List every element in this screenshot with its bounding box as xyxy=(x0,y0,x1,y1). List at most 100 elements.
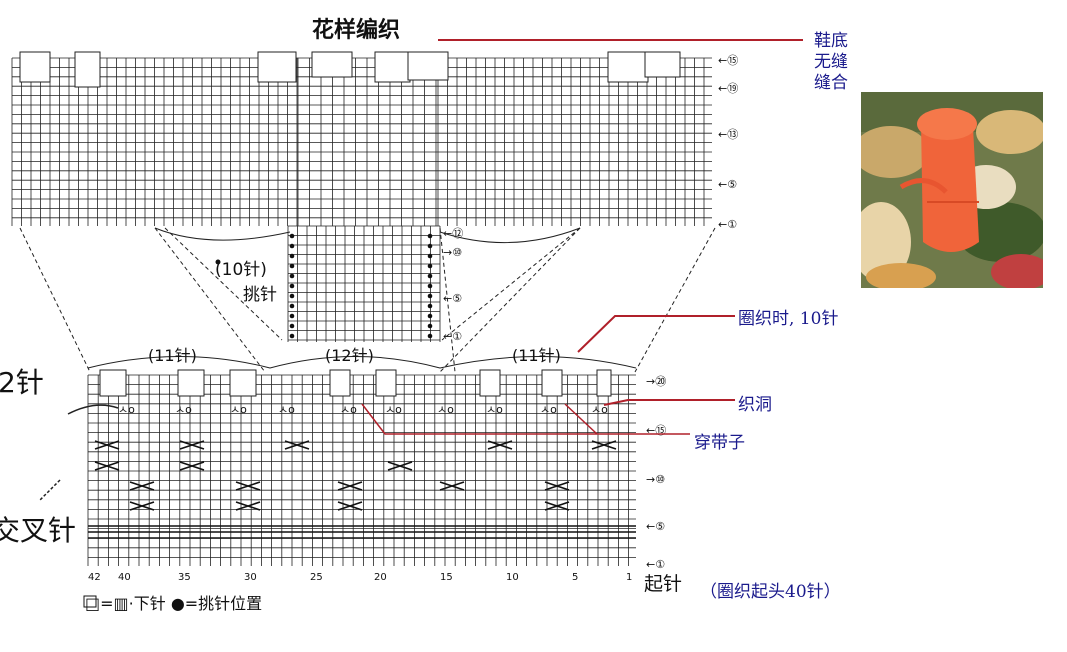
pickup-dot xyxy=(427,243,433,249)
cable-cross xyxy=(179,440,205,450)
cable-cross xyxy=(94,440,120,450)
sole-note-3: 缝合 xyxy=(814,73,848,93)
cable-cross xyxy=(591,440,617,450)
pickup-dot xyxy=(289,263,295,269)
chart-decorations xyxy=(19,227,716,608)
axis-tick-label: 35 xyxy=(178,572,191,583)
legend-box xyxy=(83,595,97,608)
connector-dash xyxy=(634,227,716,373)
round-knit-note: 圈织时, 10针 xyxy=(738,309,839,329)
row-label: ←① xyxy=(443,330,462,343)
connector-dash xyxy=(19,227,91,373)
decrease-notch xyxy=(407,51,449,81)
eyelet-leader-line xyxy=(603,399,735,406)
pickup-dot xyxy=(427,313,433,319)
decrease-notch xyxy=(19,51,51,83)
axis-tick-label: 30 xyxy=(244,572,257,583)
decrease-notch xyxy=(607,51,649,83)
arc xyxy=(87,356,637,369)
bootie-photo xyxy=(861,92,1043,288)
count-left: (11针) xyxy=(148,346,197,365)
pickup-dot xyxy=(427,233,433,239)
row-label: →⑩ xyxy=(443,246,462,259)
eyelet-note: 织洞 xyxy=(738,395,772,415)
decrease-notch xyxy=(541,369,563,397)
decrease-notch xyxy=(311,51,353,78)
pickup-dot xyxy=(289,333,295,339)
sole-note-2: 无缝 xyxy=(814,52,848,72)
axis-tick-label: 15 xyxy=(440,572,453,583)
cable-cross xyxy=(544,481,570,491)
eyelet-mark: ㅅo xyxy=(278,403,295,416)
pickup-count: (10针) xyxy=(215,260,267,280)
row-label: ←⑬ xyxy=(718,128,738,141)
cable-cross xyxy=(487,440,513,450)
decrease-notch xyxy=(257,51,297,83)
cable-cross xyxy=(129,501,155,511)
axis-tick-label: 10 xyxy=(506,572,519,583)
row-label: ←⑲ xyxy=(718,82,738,95)
decrease-notch xyxy=(596,369,612,397)
ribbon-note: 穿带子 xyxy=(694,433,745,453)
middle-grid: ←⑫→⑩←⑤←① xyxy=(215,225,463,343)
cable-cross xyxy=(179,461,205,471)
pickup-label: 挑针 xyxy=(243,285,277,305)
pickup-dot xyxy=(215,259,221,265)
row-label: ←① xyxy=(646,558,665,571)
connector-dash xyxy=(164,227,283,341)
cable-cross xyxy=(235,481,261,491)
cable-cross xyxy=(235,501,261,511)
axis-tick-label: 20 xyxy=(374,572,387,583)
sole-note-1: 鞋底 xyxy=(814,31,848,51)
cable-cross xyxy=(337,501,363,511)
row-label: ←① xyxy=(718,218,737,231)
eyelet-mark: ㅅo xyxy=(385,403,402,416)
eyelet-mark: ㅅo xyxy=(591,403,608,416)
eyelet-mark: ㅅo xyxy=(486,403,503,416)
decrease-notch xyxy=(229,369,257,397)
pickup-dot xyxy=(427,263,433,269)
cable-cross xyxy=(387,461,413,471)
row-label: ←⑤ xyxy=(646,520,665,533)
eyelet-mark: ㅅo xyxy=(230,403,247,416)
eyelet-mark: ㅅo xyxy=(175,403,192,416)
eyelet-mark: ㅅo xyxy=(340,403,357,416)
eyelet-mark: ㅅo xyxy=(118,403,135,416)
count-right: (11针) xyxy=(512,346,561,365)
pickup-dot xyxy=(289,303,295,309)
left-note-2: 2针 xyxy=(0,366,44,399)
pickup-dot xyxy=(289,293,295,299)
row-label: ←⑤ xyxy=(718,178,737,191)
row-label: ←⑤ xyxy=(443,292,462,305)
axis-tick-label: 5 xyxy=(572,572,578,583)
row-label: →⑳ xyxy=(646,375,666,388)
bottom-grid: ㅅo ㅅo ㅅo ㅅo ㅅo ㅅo ㅅo ㅅo ㅅo ㅅo 42 40 35 30 25 20 15 10 5 1 →⑳… xyxy=(87,369,666,583)
pickup-dot xyxy=(289,283,295,289)
axis-tick-label: 1 xyxy=(626,572,632,583)
cable-cross xyxy=(284,440,310,450)
cast-on-label: 起针 xyxy=(644,573,682,595)
pickup-dot xyxy=(289,233,295,239)
arc xyxy=(439,227,581,244)
pickup-dot xyxy=(289,253,295,259)
axis-tick-label: 42 xyxy=(88,572,101,583)
eyelet-mark: ㅅo xyxy=(540,403,557,416)
row-label: →⑩ xyxy=(646,473,665,486)
axis-tick-label: 40 xyxy=(118,572,131,583)
ribbon-leader-line-2 xyxy=(564,403,598,435)
row-label: ←⑮ xyxy=(646,424,666,437)
decrease-notch xyxy=(375,369,397,397)
cable-cross xyxy=(544,501,570,511)
cable-cross xyxy=(129,481,155,491)
eyelet-mark: ㅅo xyxy=(437,403,454,416)
connector-dash xyxy=(439,227,456,373)
pickup-dot xyxy=(427,333,433,339)
cable-cross xyxy=(337,481,363,491)
decrease-notch xyxy=(644,51,681,78)
pickup-dot xyxy=(289,243,295,249)
pickup-dot xyxy=(289,313,295,319)
axis-tick-label: 25 xyxy=(310,572,323,583)
pickup-dot xyxy=(427,293,433,299)
connector-dash xyxy=(154,227,266,373)
pickup-dot xyxy=(427,283,433,289)
